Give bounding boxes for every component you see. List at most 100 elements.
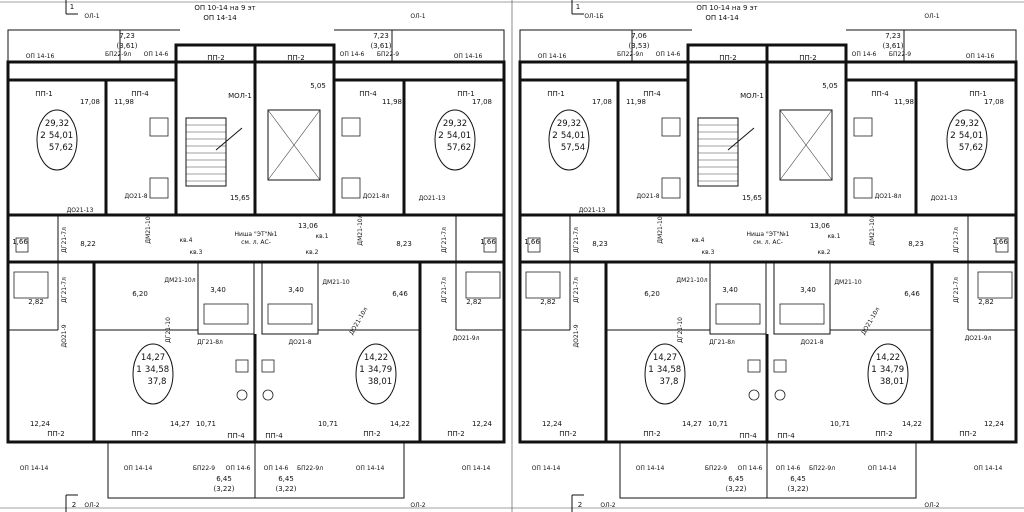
apartment-gross-area: 57,62 [447,143,471,153]
apartment-living-area: 29,32 [45,119,69,129]
elevator-shaft [267,109,321,181]
balcony-area: 7,06 [631,32,647,40]
room-area: 6,46 [392,290,408,298]
stove-icon [236,389,248,401]
apartment-circle [946,109,988,171]
apartment-rooms: 1 [648,365,654,375]
apartment-gross-area: 57,62 [959,143,983,153]
bathtub-icon [977,271,1013,299]
stove-icon [262,389,274,401]
toilet-icon [995,237,1009,253]
room-area: 10,71 [830,420,850,428]
balcony-area: 7,23 [119,32,135,40]
room-area: 17,08 [984,98,1004,106]
lintel-label: ОП 14-6 [656,51,681,58]
stove-icon [774,389,786,401]
apartment-living-area: 29,32 [443,119,467,129]
bathroom-right [773,261,831,335]
room-area: 11,98 [382,98,402,106]
bathtub-icon [203,303,249,325]
door-label: ДО21-13 [931,195,958,202]
door-label: ДМ21-10л [357,214,364,245]
bathroom-left [709,261,767,335]
apartment-total-area: 54,01 [49,131,73,141]
door-label: ДО21-8 [124,193,147,200]
door-label: ДО21-9л [965,335,992,342]
apartment-rooms: 1 [136,365,142,375]
lintel-label: БП22-9л [809,465,835,472]
apartment-gross-area: 57,54 [561,143,585,153]
slab-label: ПП-1 [457,90,475,98]
top-balcony-right [903,29,1017,63]
balcony-area: 6,45 [728,475,744,483]
apartment-circle [867,343,909,405]
room-area: 5,05 [310,82,326,90]
balcony-area: 6,45 [216,475,232,483]
apartment-living-area: 14,27 [141,353,165,363]
header-note: ОП 14-14 [203,14,237,22]
lintel-label: ОП 14-6 [340,51,365,58]
fixtures-layer [13,109,1013,405]
bottom-balcony [107,441,405,499]
flat-label: кв.3 [190,249,203,256]
flat-label: кв.3 [702,249,715,256]
stair-flight [185,117,227,187]
room-area: 17,08 [472,98,492,106]
header-note: ОП 10-14 на 9 эт [696,4,757,12]
room-area: 14,27 [682,420,702,428]
apartment-rooms: 2 [950,131,956,141]
door-label: ДГ21-7л [953,277,960,303]
door-label: ДГ21-10 [165,317,172,343]
lintel-label: ОП 14-6 [738,465,763,472]
door-label: ДГ21-7л [441,277,448,303]
apartment-circle [36,109,78,171]
apartment-rooms: 2 [40,131,46,141]
slab-label: ПП-2 [287,54,305,62]
room-area: 17,08 [592,98,612,106]
apartment-total-area: 34,58 [657,365,681,375]
apartment-circle [132,343,174,405]
room-area: 1,66 [524,238,540,246]
lintel-label: ОП 14-14 [636,465,665,472]
hall-area: 13,06 [810,222,831,230]
bathtub-icon [465,271,501,299]
balcony-area-sub: (3,22) [787,485,808,493]
niche-sub: см. л. АС- [241,239,271,246]
header-note: ОП 10-14 на 9 эт [194,4,255,12]
elevator-cross [779,109,833,181]
door-label: ДО21-9 [61,324,68,347]
toilet-icon [483,237,497,253]
slab-label: ПП-4 [265,432,283,440]
hall-area: 13,06 [298,222,319,230]
flat-label: кв.1 [316,233,329,240]
bathtub-icon [267,303,313,325]
door-label: ДО21-8 [288,339,311,346]
stair-landing: МОЛ-1 [228,92,252,100]
lintel-label: ОП 14-14 [532,465,561,472]
lintel-label: ОП 14-16 [538,53,567,60]
sink-icon [853,177,873,199]
flat-label: кв.2 [306,249,319,256]
balcony-area-sub: (3,22) [725,485,746,493]
lintel-label: БП22-9л [297,465,323,472]
door-label: ДГ21-7л [573,227,580,253]
door-label: ДО21-8 [800,339,823,346]
room-area: 6,20 [132,290,148,298]
lintel-label: ОП 14-6 [852,51,877,58]
door-label: ДГ21-8л [197,339,223,346]
flat-label: кв.4 [692,237,705,244]
bottom-balcony [619,441,917,499]
slab-label: ПП-4 [739,432,757,440]
door-label: ДМ21-10л [676,277,707,284]
lintel-label: ОП 14-14 [20,465,49,472]
apartment-living-area: 14,22 [364,353,388,363]
lintel-label: БП22-9 [889,51,911,58]
slab-label: ПП-2 [131,430,149,438]
balcony-area-sub: (3,61) [882,42,903,50]
door-label: ДМ21-10 [145,216,152,243]
room-area: 10,71 [318,420,338,428]
lintel-label: ОП 14-6 [264,465,289,472]
apartment-total-area: 54,01 [447,131,471,141]
